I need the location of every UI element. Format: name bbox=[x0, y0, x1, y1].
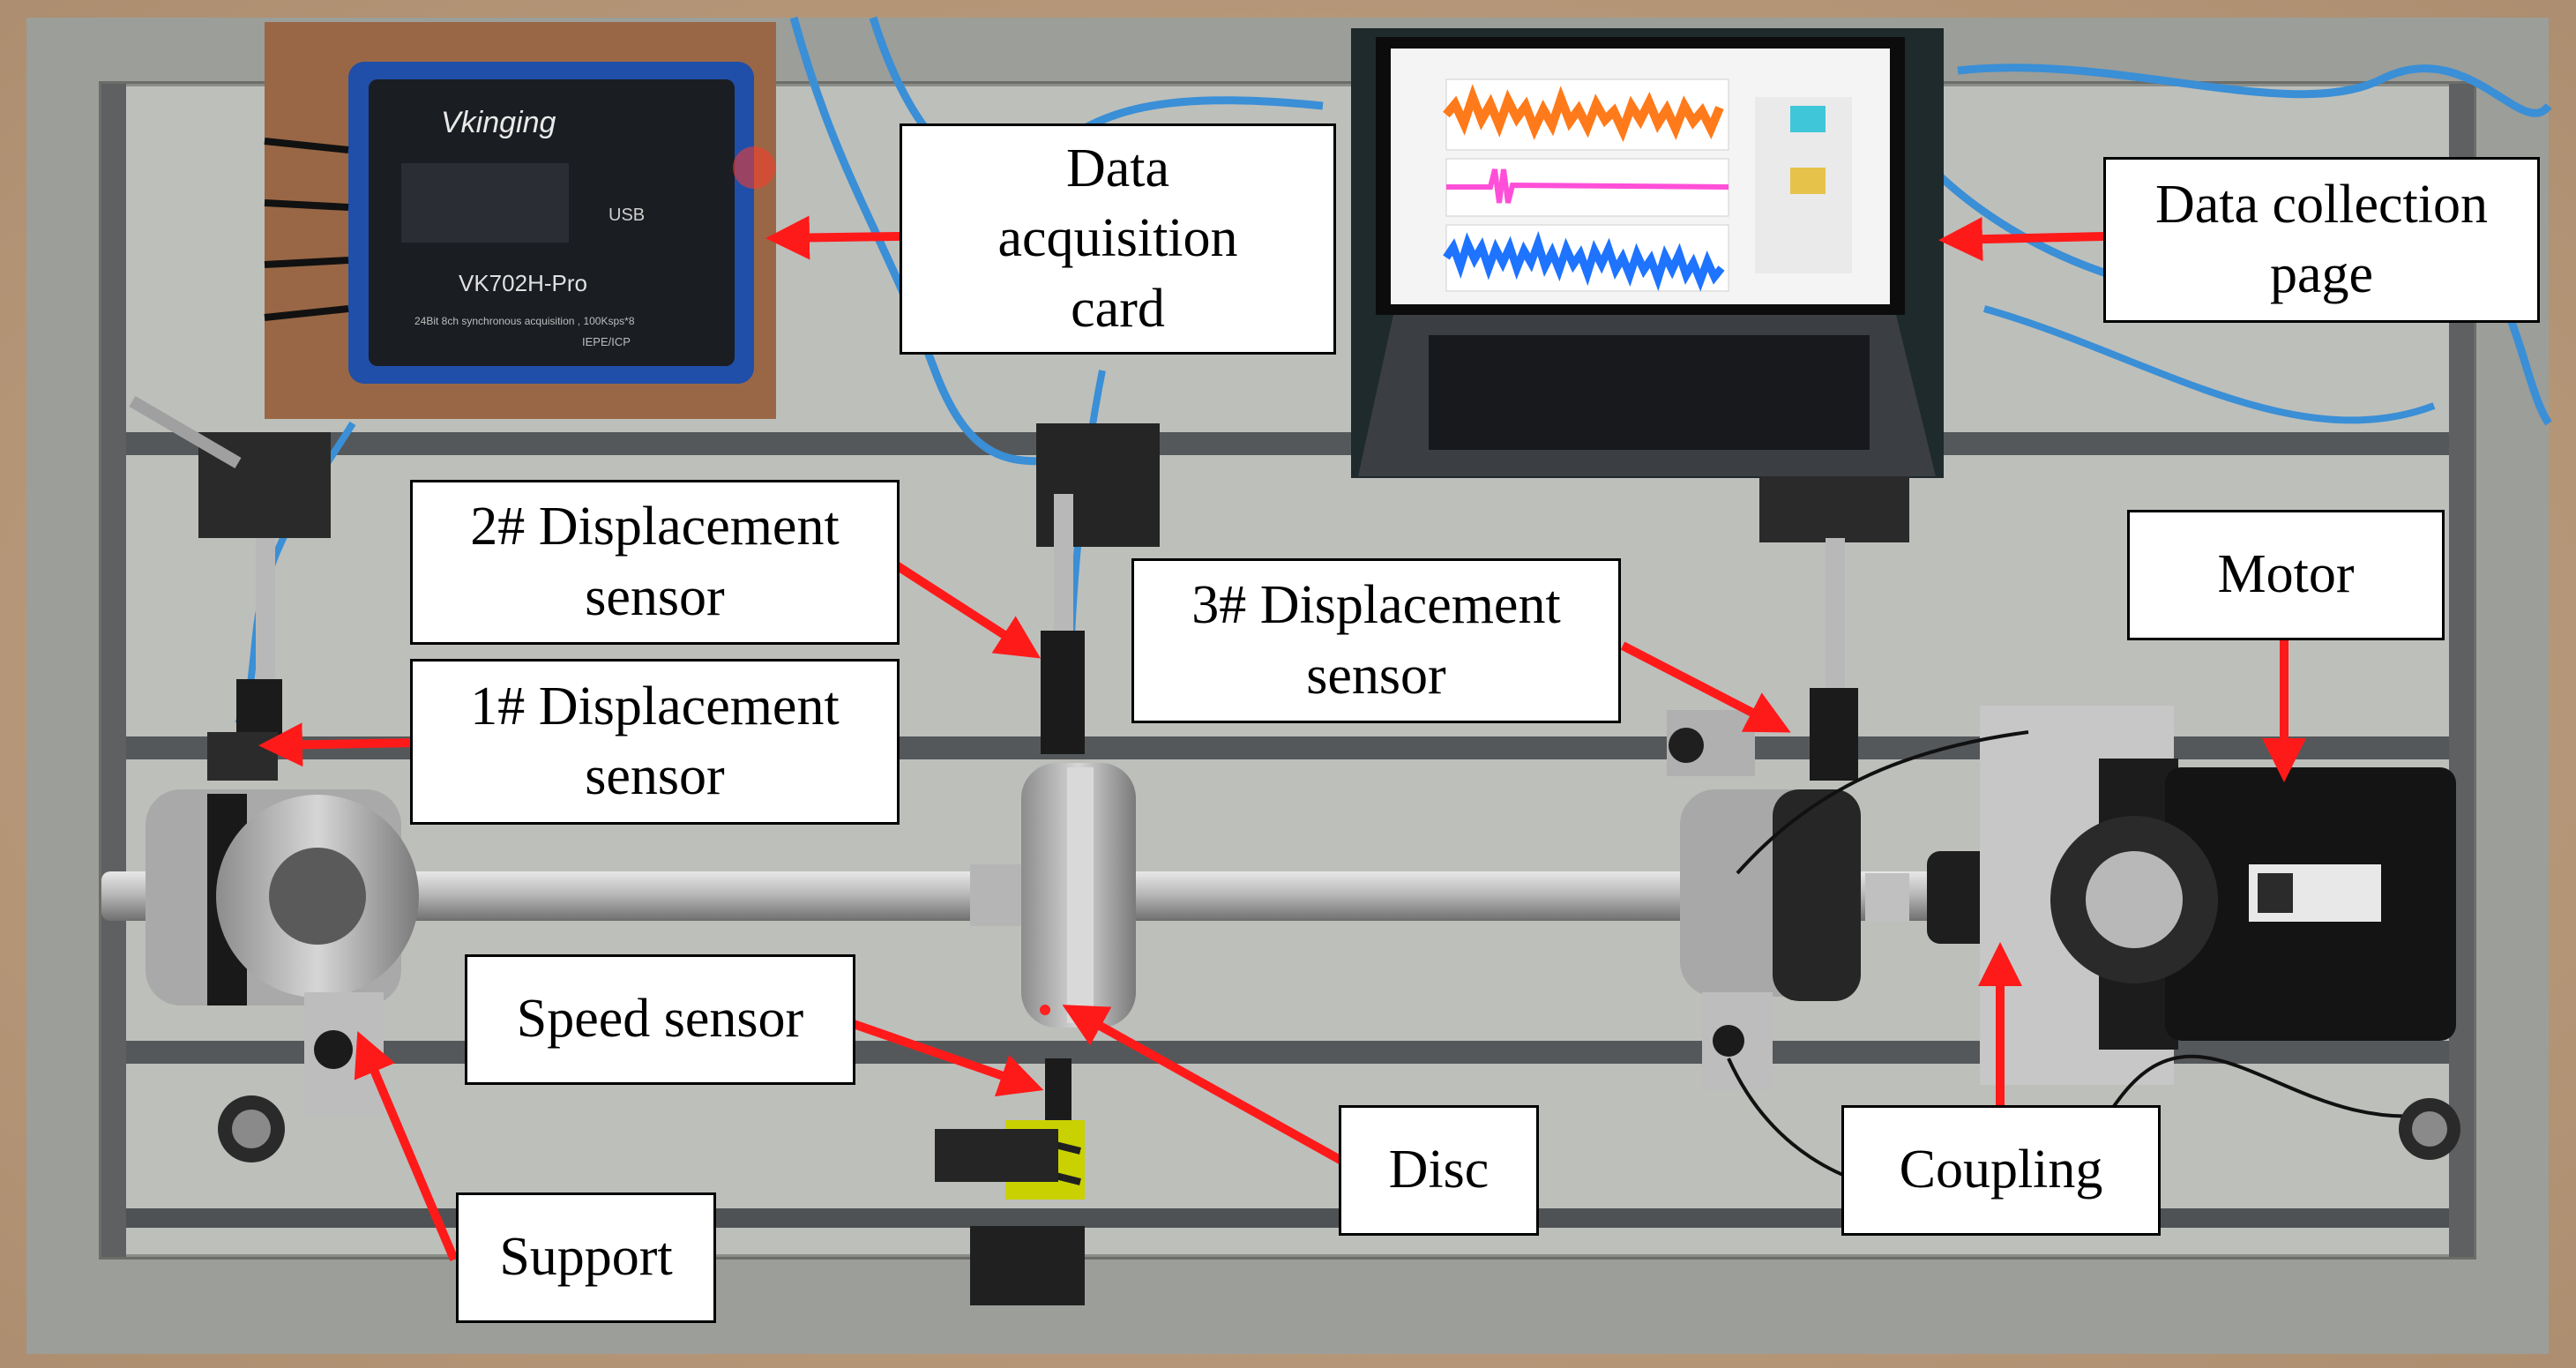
label-line: sensor bbox=[585, 746, 725, 806]
card-model: VK702H-Pro bbox=[459, 270, 587, 296]
label-disc: Disc bbox=[1339, 1105, 1539, 1236]
label-2-displacement-sensor: 2# Displacement sensor bbox=[410, 480, 900, 645]
label-data-collection-page: Data collection page bbox=[2103, 157, 2540, 323]
black-cable bbox=[1736, 730, 2029, 875]
label-line: card bbox=[1071, 278, 1165, 339]
blue-cable bbox=[1957, 64, 2552, 117]
label-line: Data collection bbox=[2155, 174, 2488, 235]
label-support: Support bbox=[456, 1192, 716, 1323]
label-line: Support bbox=[499, 1227, 673, 1288]
label-line: sensor bbox=[585, 566, 725, 627]
card-brand: Vkinging bbox=[441, 106, 556, 139]
label-line: Speed sensor bbox=[516, 989, 804, 1050]
label-line: Disc bbox=[1388, 1140, 1490, 1200]
acquisition-card-inset: Vkinging USB VK702H-Pro 24Bit 8ch synchr… bbox=[264, 22, 776, 419]
label-line: Data bbox=[1065, 138, 1170, 198]
label-speed-sensor: Speed sensor bbox=[465, 954, 855, 1085]
label-line: page bbox=[2269, 244, 2374, 304]
card-spec: 24Bit 8ch synchronous acquisition , 100K… bbox=[414, 315, 635, 327]
label-motor: Motor bbox=[2127, 510, 2445, 640]
label-line: acquisition bbox=[997, 208, 1238, 269]
card-usb: USB bbox=[609, 206, 645, 225]
motor bbox=[1980, 706, 2456, 1085]
rotor-shaft bbox=[101, 871, 2200, 921]
slot-rail bbox=[101, 84, 126, 1257]
left-bearing-housing bbox=[146, 789, 419, 1005]
label-line: 3# Displacement bbox=[1191, 575, 1561, 636]
label-line: Motor bbox=[2217, 544, 2355, 605]
label-coupling: Coupling bbox=[1841, 1105, 2161, 1236]
laptop-inset bbox=[1351, 28, 1944, 478]
card-iepe: IEPE/ICP bbox=[582, 335, 631, 348]
speed-sensor-stand bbox=[935, 1005, 1085, 1305]
label-line: sensor bbox=[1306, 645, 1446, 706]
black-cable bbox=[1727, 1054, 2453, 1195]
label-line: 2# Displacement bbox=[470, 497, 840, 557]
rotor-disc bbox=[970, 763, 1136, 1028]
label-3-displacement-sensor: 3# Displacement sensor bbox=[1131, 558, 1621, 723]
label-1-displacement-sensor: 1# Displacement sensor bbox=[410, 659, 900, 825]
label-data-acquisition-card: Data acquisition card bbox=[900, 123, 1336, 355]
sensor-stand-2 bbox=[1036, 423, 1160, 754]
label-line: Coupling bbox=[1899, 1140, 2103, 1200]
slot-rail bbox=[106, 432, 2469, 455]
label-line: 1# Displacement bbox=[470, 676, 840, 736]
blue-cable bbox=[1982, 305, 2436, 424]
